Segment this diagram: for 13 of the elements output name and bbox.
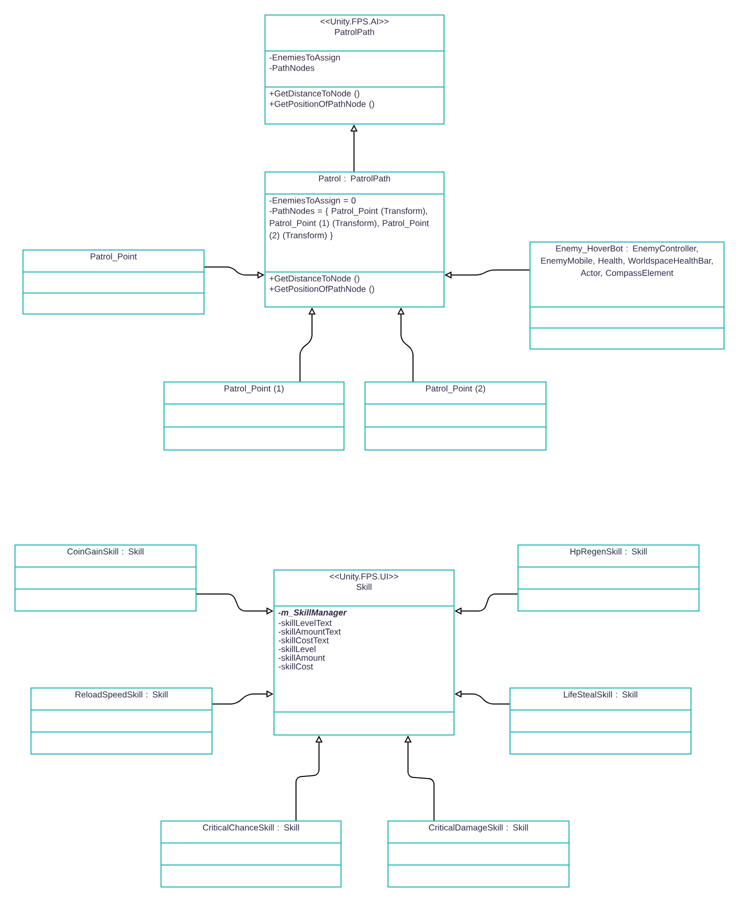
class-box: CriticalChanceSkill : Skill (160, 820, 342, 888)
class-box: ReloadSpeedSkill : Skill (30, 688, 212, 754)
class-box: CoinGainSkill : Skill (14, 544, 196, 612)
class-box: Patrol_Point (22, 250, 204, 314)
class-box: <<Unity.FPS.UI>> Skill -m_SkillManager -skillLevelText -skillAmountText -skillCostText -skillLevel -skillAmount -skillCost (274, 570, 454, 736)
class-box: LifeStealSkill : Skill (510, 688, 692, 754)
class-box: <<Unity.FPS.AI>> PatrolPath -EnemiesToAssign -PathNodes +GetDistanceToNode () +GetPositionOfPathNode () (264, 14, 444, 124)
class-box: HpRegenSkill : Skill (518, 544, 700, 612)
class-box: Patrol_Point (2) (364, 382, 546, 450)
class-box: CriticalDamageSkill : Skill (388, 820, 570, 888)
class-box: Patrol : PatrolPath -EnemiesToAssign = 0 -PathNodes = { Patrol_Point (Transform), Patrol_Point (1) (Transform), Patrol_Point (2) (Transform) } +GetDistanceToNode () +GetPositionOfPathNode () (264, 172, 444, 308)
class-box: Patrol_Point (1) (164, 382, 344, 450)
class-box: Enemy_HoverBot : EnemyController, EnemyMobile, Health, WorldspaceHealthBar, Actor, CompassElement (530, 242, 724, 350)
